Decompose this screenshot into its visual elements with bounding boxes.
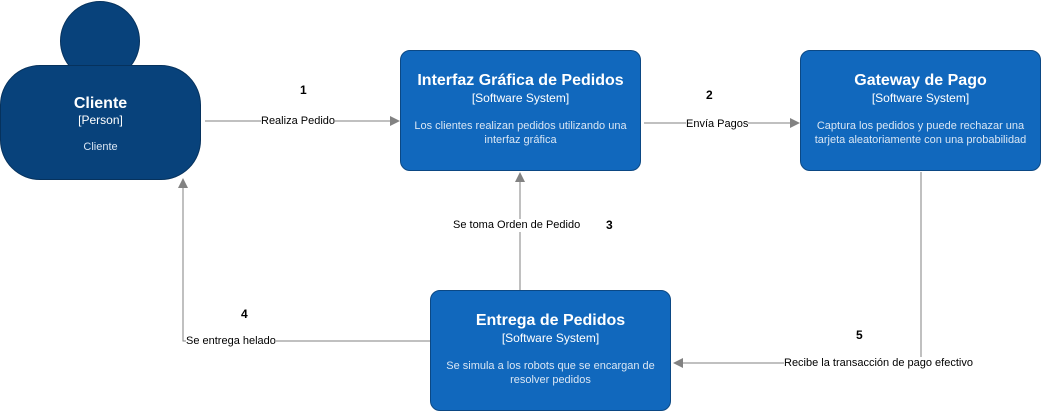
person-kind: [Person] <box>78 113 123 127</box>
step-number-1: 1 <box>300 83 307 97</box>
system-delivery-name: Entrega de Pedidos <box>475 312 626 329</box>
person-description: Cliente <box>83 141 118 153</box>
step-number-5: 5 <box>856 328 863 342</box>
step-number-3: 3 <box>606 218 613 232</box>
relation-label-pago-efectivo: Recibe la transacción de pago efectivo <box>784 357 973 370</box>
system-gateway-kind: [Software System] <box>871 91 970 105</box>
system-ui-description: Los clientes realizan pedidos utilizando… <box>414 120 627 146</box>
system-gateway-pago[interactable]: Gateway de Pago [Software System] Captur… <box>800 50 1041 171</box>
relation-label-entrega-helado: Se entrega helado <box>186 335 276 348</box>
step-number-2: 2 <box>706 88 713 102</box>
system-interfaz-grafica[interactable]: Interfaz Gráfica de Pedidos [Software Sy… <box>400 50 641 171</box>
system-delivery-description: Se simula a los robots que se encargan d… <box>446 360 655 386</box>
system-delivery-kind: [Software System] <box>501 331 600 345</box>
person-cliente[interactable]: Cliente [Person] Cliente <box>0 65 201 180</box>
system-ui-kind: [Software System] <box>471 91 570 105</box>
connector-pago-efectivo <box>673 172 922 368</box>
relation-label-orden-pedido: Se toma Orden de Pedido <box>453 219 581 232</box>
connector-entrega-helado <box>178 178 430 342</box>
person-name: Cliente <box>73 95 128 112</box>
relation-label-envia-pagos: Envía Pagos <box>686 118 749 131</box>
relation-label-realiza-pedido: Realiza Pedido <box>261 115 335 128</box>
system-gateway-description: Captura los pedidos y puede rechazar una… <box>814 120 1027 146</box>
system-entrega-pedidos[interactable]: Entrega de Pedidos [Software System] Se … <box>430 290 671 411</box>
system-ui-name: Interfaz Gráfica de Pedidos <box>417 72 624 89</box>
system-gateway-name: Gateway de Pago <box>854 72 987 89</box>
step-number-4: 4 <box>241 307 248 321</box>
